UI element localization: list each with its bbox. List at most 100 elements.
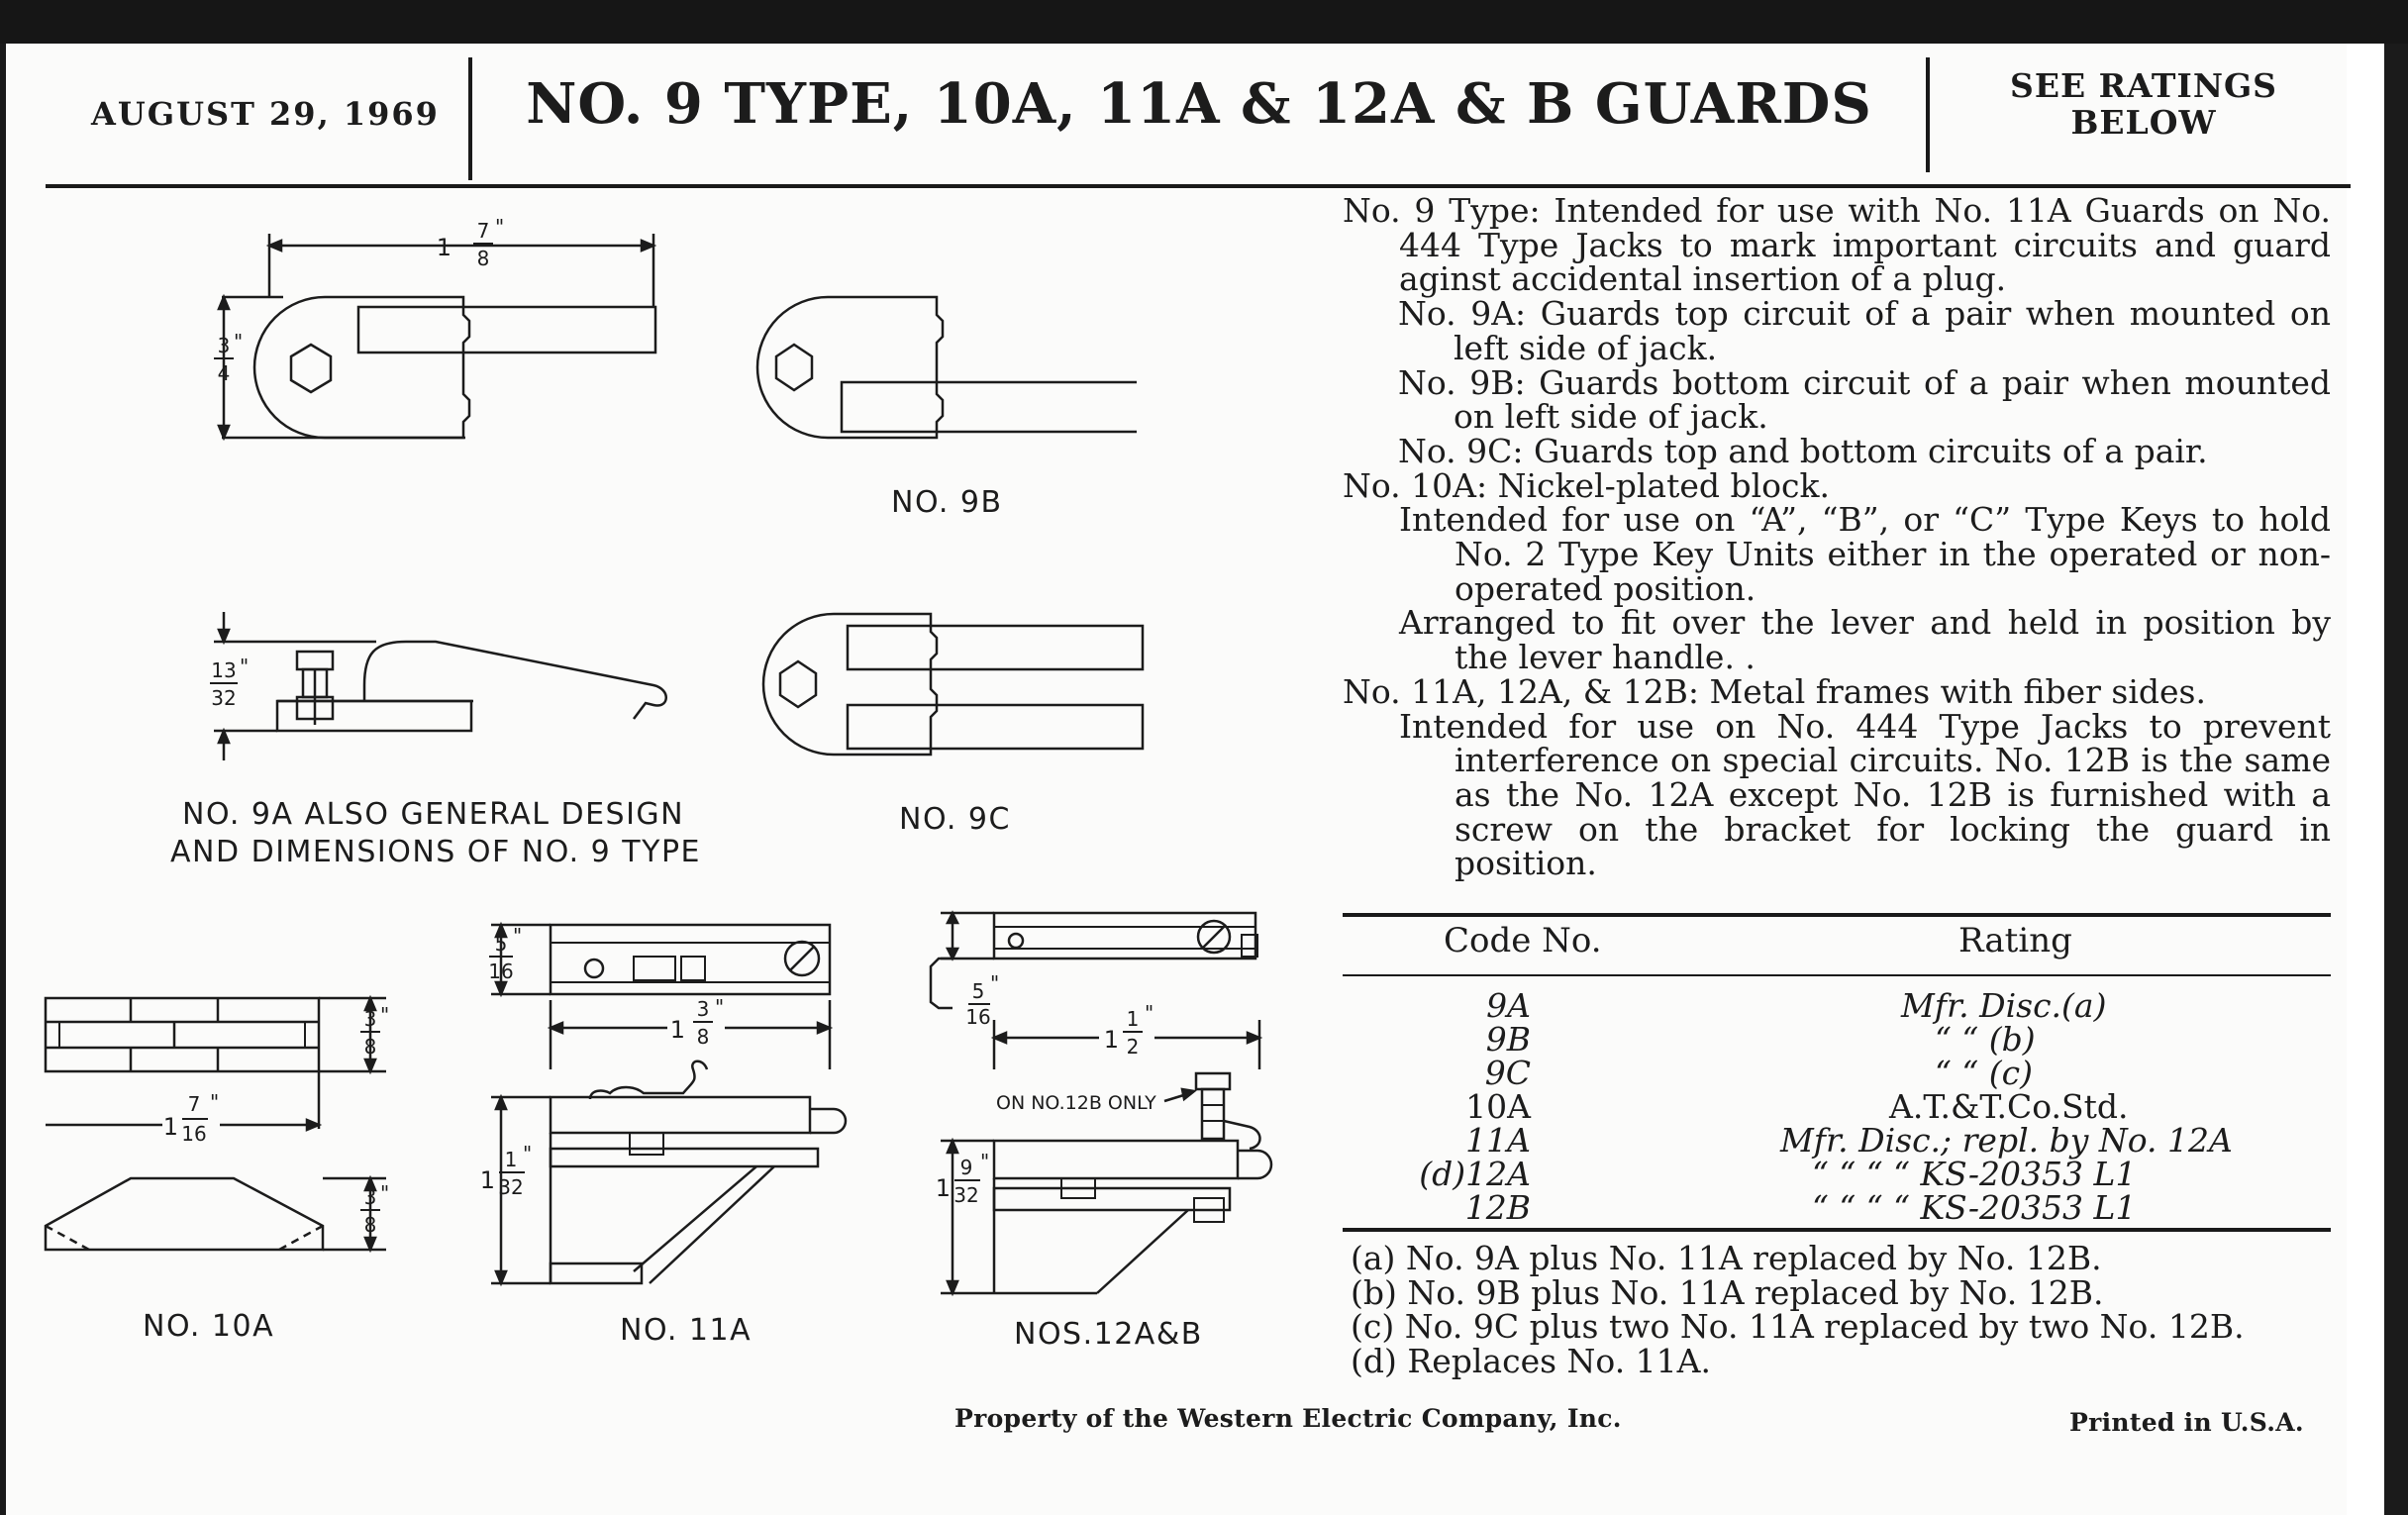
dim-num: 3 xyxy=(697,997,710,1021)
dim-unit: " xyxy=(715,995,724,1019)
dim-num: 13 xyxy=(211,658,236,682)
footnotes: (a) No. 9A plus No. 11A replaced by No. … xyxy=(1351,1239,2331,1378)
table-row: 12B “ “ “ “ KS-20353 L1 xyxy=(1343,1188,2331,1227)
dim-num: 1 xyxy=(1127,1007,1140,1031)
dim-unit: " xyxy=(523,1142,532,1165)
dim-den: 8 xyxy=(364,1213,377,1237)
drawing-no9b xyxy=(755,295,1137,440)
description-text: No. 9 Type: Intended for use with No. 11… xyxy=(1343,191,2331,883)
table-header-rating: Rating xyxy=(1958,921,2072,960)
label-on-no12b-only: ON NO.12B ONLY xyxy=(996,1092,1156,1114)
dim-num: 9 xyxy=(960,1156,973,1179)
dim-whole: 1 xyxy=(1104,1026,1119,1054)
dim-unit: " xyxy=(990,971,999,995)
drawing-no9a-top: 1 7 8 " 3 4 " xyxy=(214,215,657,442)
dim-num: 3 xyxy=(364,1185,377,1209)
desc-no11a-12a-12b: No. 11A, 12A, & 12B: Metal frames with f… xyxy=(1343,671,2206,711)
dim-whole: 1 xyxy=(437,234,452,261)
caption-no11a: NO. 11A xyxy=(620,1313,752,1348)
dim-whole: 1 xyxy=(936,1174,951,1202)
desc-no9b: No. 9B: Guards bottom circuit of a pair … xyxy=(1398,362,2331,437)
rating-cell: Mfr. Disc.; repl. by No. 12A xyxy=(1780,1121,2233,1160)
rating-cell: “ “ (b) xyxy=(1935,1020,2036,1059)
dim-den: 4 xyxy=(218,361,231,385)
dim-den: 8 xyxy=(477,247,490,270)
scan-top-border xyxy=(0,0,2408,44)
dim-whole: 1 xyxy=(670,1016,685,1044)
drawing-no9a-side: 13 32 " xyxy=(210,612,667,760)
rating-cell: “ “ “ “ KS-20353 L1 xyxy=(1812,1188,2137,1227)
caption-no9a-line1: NO. 9A ALSO GENERAL DESIGN xyxy=(182,797,685,832)
footnote-b: (b) No. 9B plus No. 11A replaced by No. … xyxy=(1351,1272,2104,1312)
dim-unit: " xyxy=(380,1181,389,1205)
table-row: 9A Mfr. Disc.(a) xyxy=(1343,986,2331,1025)
table-header-code: Code No. xyxy=(1444,921,1602,960)
desc-no9c: No. 9C: Guards top and bottom circuits o… xyxy=(1398,431,2208,470)
code-cell: 9B xyxy=(1485,1020,1531,1059)
data-sheet-card xyxy=(6,44,2347,1515)
dim-whole: 1 xyxy=(163,1113,178,1141)
drawing-no11a: 5 16 " 1 3 8 " 1 1 32 " xyxy=(480,921,848,1287)
property-notice: Property of the Western Electric Company… xyxy=(954,1404,1622,1433)
table-row: 9C “ “ (c) xyxy=(1343,1054,2331,1092)
dim-unit: " xyxy=(513,924,522,948)
dim-unit: " xyxy=(210,1090,219,1114)
ratings-note-line2: BELOW xyxy=(2070,103,2217,142)
printed-in: Printed in U.S.A. xyxy=(2069,1408,2304,1437)
issue-date: AUGUST 29, 1969 xyxy=(91,95,440,133)
dim-den: 32 xyxy=(211,686,236,710)
drawing-no9c xyxy=(761,612,1145,757)
scan-left-border xyxy=(0,44,6,1515)
dim-den: 8 xyxy=(364,1035,377,1059)
rating-cell: A.T.&T.Co.Std. xyxy=(1889,1087,2129,1126)
dim-den: 32 xyxy=(953,1183,978,1207)
caption-no10a: NO. 10A xyxy=(143,1309,275,1344)
table-row: (d)12A “ “ “ “ KS-20353 L1 xyxy=(1343,1155,2331,1193)
dim-unit: " xyxy=(980,1150,989,1173)
desc-no10a-use: Intended for use on “A”, “B”, or “C” Typ… xyxy=(1399,500,2331,608)
ratings-note-line1: SEE RATINGS xyxy=(2009,66,2278,105)
desc-no9-type: No. 9 Type: Intended for use with No. 11… xyxy=(1343,191,2331,299)
dim-den: 32 xyxy=(498,1175,523,1199)
code-cell: 12B xyxy=(1464,1188,1531,1227)
dim-num: 5 xyxy=(495,932,508,956)
dim-num: 1 xyxy=(505,1148,518,1171)
dim-num: 5 xyxy=(972,979,985,1003)
table-header-rule xyxy=(1343,974,2331,976)
code-cell: 9A xyxy=(1486,986,1531,1025)
table-row: 10A A.T.&T.Co.Std. xyxy=(1343,1087,2331,1126)
code-cell: 10A xyxy=(1465,1087,1531,1126)
header-divider-left xyxy=(468,57,472,180)
dim-num: 3 xyxy=(218,334,231,357)
dim-num: 3 xyxy=(364,1007,377,1031)
rating-cell: “ “ “ “ KS-20353 L1 xyxy=(1812,1155,2137,1193)
desc-no10a: No. 10A: Nickel-plated block. xyxy=(1343,465,1830,505)
dim-unit: " xyxy=(495,215,504,239)
table-row: 11A Mfr. Disc.; repl. by No. 12A xyxy=(1343,1121,2331,1160)
scan-right-border xyxy=(2384,44,2408,1515)
caption-no9c: NO. 9C xyxy=(899,802,1011,837)
dim-unit: " xyxy=(380,1003,389,1027)
rating-cell: “ “ (c) xyxy=(1935,1054,2033,1092)
table-top-rule xyxy=(1343,913,2331,917)
dim-unit: " xyxy=(240,655,249,678)
footnote-c: (c) No. 9C plus two No. 11A replaced by … xyxy=(1351,1307,2245,1346)
footnote-a: (a) No. 9A plus No. 11A replaced by No. … xyxy=(1351,1239,2102,1277)
code-cell: (d)12A xyxy=(1419,1155,1531,1193)
dim-den: 8 xyxy=(697,1025,710,1049)
rating-cell: Mfr. Disc.(a) xyxy=(1901,986,2107,1025)
page-title: NO. 9 TYPE, 10A, 11A & 12A & B GUARDS xyxy=(526,71,1872,137)
dim-num: 7 xyxy=(477,219,490,243)
ratings-note: SEE RATINGS BELOW xyxy=(1931,67,2357,141)
table-bottom-rule xyxy=(1343,1228,2331,1232)
dim-whole: 1 xyxy=(480,1166,495,1194)
dim-unit: " xyxy=(1145,1001,1154,1025)
drawing-nos12ab: 5 16 " 1 1 2 " ON NO.12B ONLY xyxy=(929,910,1273,1297)
caption-no9b: NO. 9B xyxy=(891,485,1003,520)
desc-no11a-12-use: Intended for use on No. 444 Type Jacks t… xyxy=(1399,706,2331,883)
dim-den: 16 xyxy=(488,960,513,983)
dim-den: 16 xyxy=(965,1005,990,1029)
header-rule xyxy=(46,184,2351,188)
dim-num: 7 xyxy=(188,1092,201,1116)
